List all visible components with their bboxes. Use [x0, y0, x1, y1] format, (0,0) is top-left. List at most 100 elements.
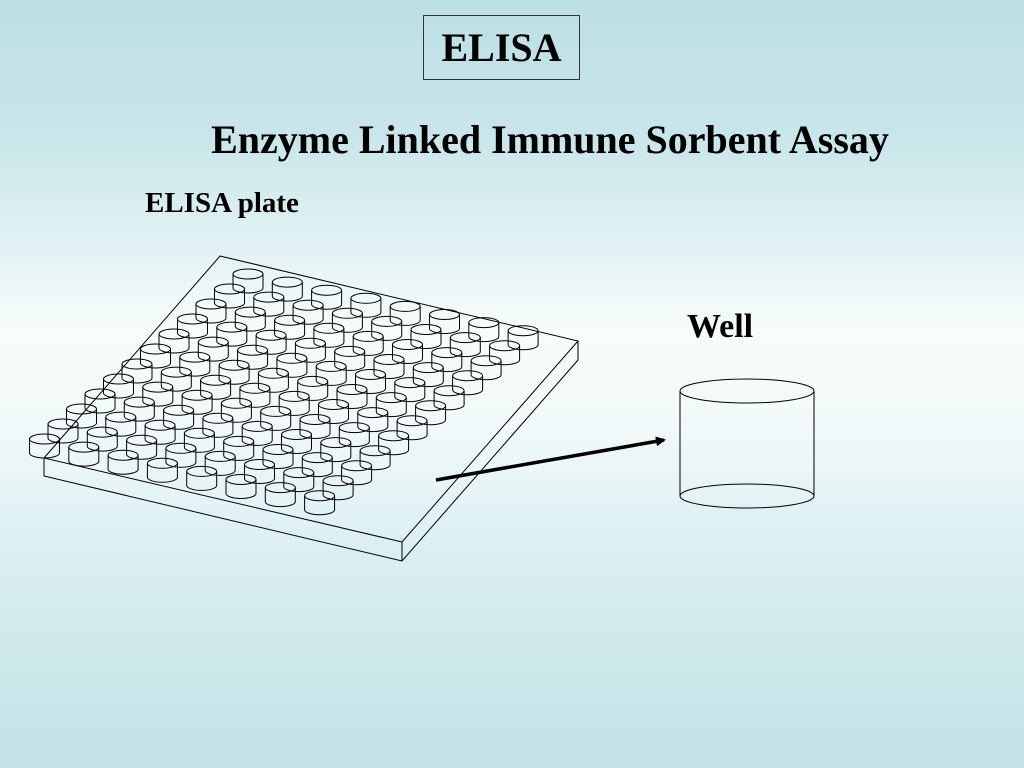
- plate-well: [394, 377, 426, 403]
- plate-well: [195, 298, 227, 324]
- plate-well: [431, 347, 463, 373]
- plate-well: [237, 344, 269, 370]
- plate-well: [160, 366, 192, 392]
- plate-well: [389, 300, 421, 326]
- pointer-arrow: [435, 436, 666, 482]
- plate-well: [220, 397, 252, 423]
- plate-well: [396, 415, 428, 441]
- plate-well: [123, 396, 155, 422]
- plate-well: [105, 411, 137, 437]
- plate-well: [107, 449, 139, 475]
- plate-well: [241, 420, 273, 446]
- plate-well: [177, 313, 208, 339]
- plate-well: [274, 314, 306, 340]
- plate-well: [103, 373, 134, 399]
- plate-well: [378, 430, 410, 456]
- plate-well: [313, 322, 345, 348]
- plate-well: [311, 284, 343, 310]
- plate-well: [183, 427, 215, 453]
- plate-well: [239, 382, 271, 408]
- plate-well: [257, 367, 289, 393]
- plate-well: [292, 299, 324, 325]
- plate-well: [204, 450, 236, 476]
- plate-well: [216, 321, 248, 347]
- plate-well: [29, 433, 60, 459]
- plate-well: [355, 369, 386, 394]
- plate-well: [410, 324, 442, 349]
- plate-well: [359, 445, 391, 471]
- plate-well: [262, 444, 294, 469]
- plate-well: [334, 345, 366, 371]
- plate-well: [281, 429, 312, 454]
- plate-well: [294, 337, 326, 363]
- plate-well: [264, 482, 296, 508]
- plate-well: [144, 419, 176, 445]
- plate-well: [84, 388, 116, 414]
- plate-well: [202, 412, 234, 438]
- plate-well: [341, 460, 373, 486]
- plate-well: [121, 358, 153, 384]
- plate-well: [165, 442, 197, 468]
- plate-well: [68, 441, 100, 467]
- plate-well: [271, 276, 303, 302]
- plate-well: [452, 370, 484, 396]
- plate-well: [507, 325, 539, 351]
- plate-well: [297, 375, 329, 401]
- plate-wells: [29, 268, 539, 516]
- plate-well: [260, 405, 292, 431]
- plate-well: [415, 400, 447, 426]
- slide-subtitle: Enzyme Linked Immune Sorbent Assay: [211, 117, 889, 162]
- plate-well: [218, 359, 250, 385]
- plate-well: [232, 268, 264, 294]
- plate-well: [301, 452, 333, 478]
- well-label: Well: [687, 308, 754, 345]
- plate-well: [255, 329, 287, 355]
- plate-well: [489, 340, 521, 366]
- plate-well: [336, 384, 368, 409]
- plate-well: [126, 434, 158, 460]
- plate-well: [320, 437, 352, 463]
- plate-well: [392, 339, 423, 364]
- plate-well: [146, 457, 178, 483]
- plate-well: [371, 315, 403, 341]
- plate-well: [244, 459, 275, 484]
- plate-well: [200, 374, 232, 400]
- plate-well: [186, 465, 218, 491]
- plate-well: [197, 336, 229, 362]
- plate-well: [352, 330, 384, 356]
- plate-well: [304, 490, 336, 516]
- plate-well: [357, 407, 389, 433]
- plate-well: [412, 362, 444, 388]
- plate-well: [449, 332, 481, 358]
- plate-well: [331, 307, 363, 333]
- plate-well: [163, 404, 195, 430]
- plate-well: [142, 381, 174, 407]
- plate-well: [470, 355, 502, 381]
- slide-title: ELISA: [423, 15, 580, 80]
- plate-well: [373, 354, 405, 379]
- plate-well: [214, 283, 245, 309]
- plate-well: [350, 292, 382, 318]
- elisa-plate-label: ELISA plate: [145, 187, 299, 219]
- well-bottom: [679, 483, 815, 509]
- well-illustration: [679, 378, 815, 509]
- elisa-plate: [29, 255, 579, 562]
- plate-well: [283, 467, 315, 493]
- plate-well: [375, 392, 407, 418]
- plate-well: [429, 309, 460, 334]
- plate-well: [433, 385, 465, 411]
- plate-top-face: [43, 255, 579, 543]
- plate-well: [140, 343, 171, 369]
- plate-well: [223, 435, 255, 461]
- plate-well: [276, 352, 308, 378]
- plate-well: [468, 317, 500, 343]
- plate-well: [315, 360, 347, 386]
- plate-well: [66, 403, 97, 429]
- plate-well: [234, 306, 266, 332]
- well-top-rim: [679, 378, 815, 404]
- plate-well: [278, 390, 310, 416]
- plate-well: [47, 418, 79, 444]
- plate-well: [181, 389, 213, 415]
- plate-well: [225, 474, 257, 499]
